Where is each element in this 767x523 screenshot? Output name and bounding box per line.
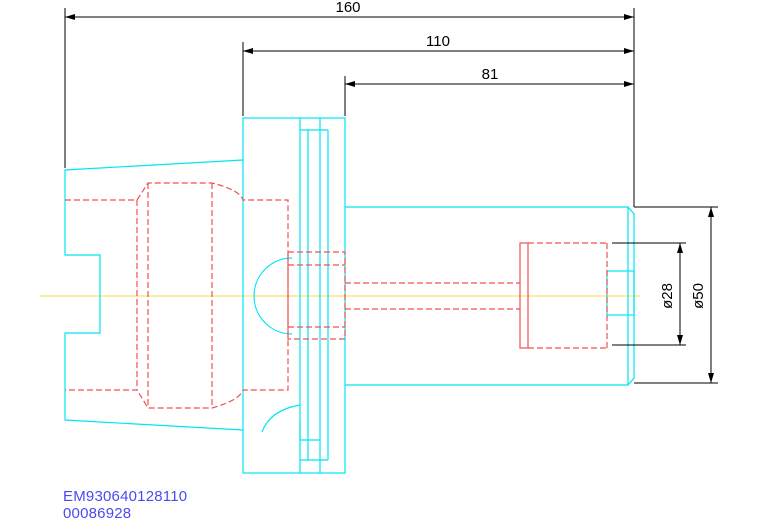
- dim-label-160: 160: [335, 0, 360, 16]
- flange-outline: [242, 117, 346, 474]
- dimension-flange-to-end: [242, 42, 634, 116]
- dimension-shank-length: [344, 76, 634, 116]
- dim-label-110: 110: [426, 33, 450, 50]
- taper-shank-outline: [64, 159, 244, 431]
- serial-number: 00086928: [63, 505, 132, 522]
- dimension-overall-length: [64, 8, 635, 207]
- dim-label-81: 81: [482, 66, 499, 83]
- dim-label-diameter-50: ø50: [690, 283, 707, 309]
- hidden-flange-bore: [287, 251, 346, 340]
- dimension-bore-diameter: [612, 242, 686, 346]
- hidden-taper-cavity: [65, 182, 289, 409]
- dim-label-diameter-28: ø28: [659, 283, 676, 309]
- part-number: EM930640128110: [63, 488, 188, 505]
- hidden-through-bore: [345, 242, 608, 349]
- dimension-outer-diameter: [634, 206, 718, 384]
